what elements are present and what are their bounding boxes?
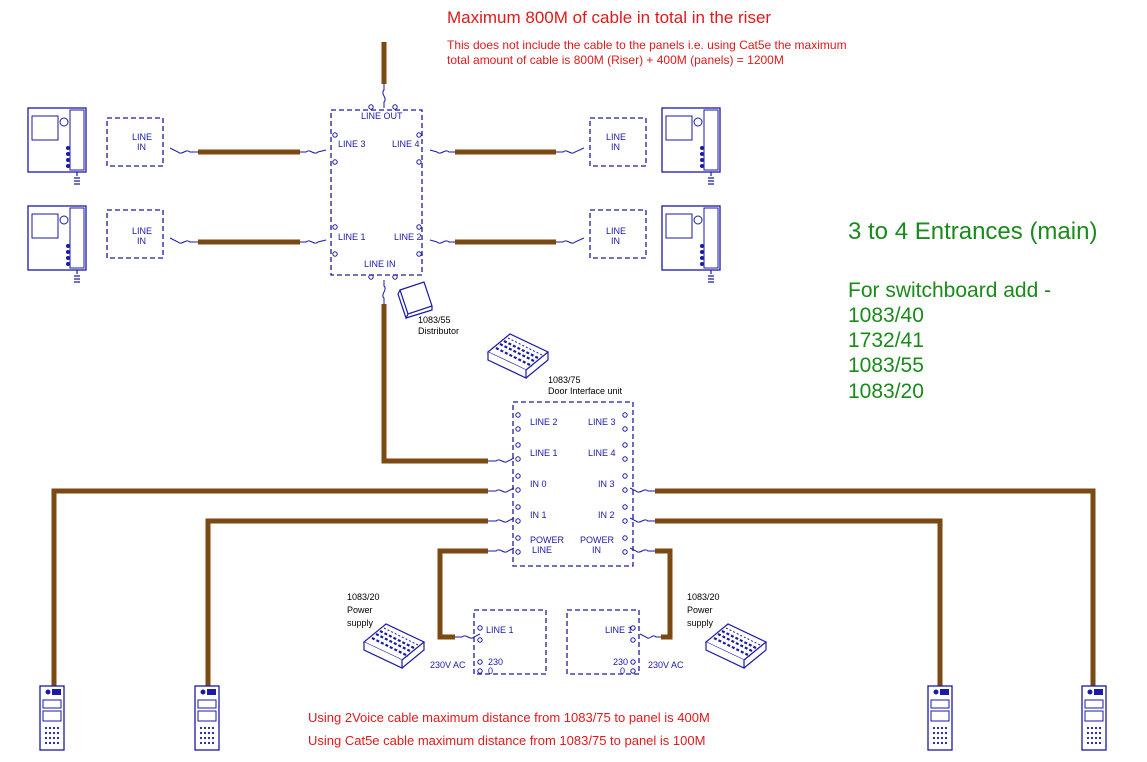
- interface-terminal-label: IN 2: [598, 510, 615, 520]
- interface-name: Door Interface unit: [548, 386, 623, 396]
- power-supply-right-t0: 0: [620, 666, 625, 676]
- power-supply-left-line: LINE 1: [486, 625, 514, 635]
- power-supply-right-line: LINE 1: [605, 625, 633, 635]
- monitor-unit: LINE IN: [589, 107, 721, 185]
- interface-terminal-label: IN 0: [530, 479, 547, 489]
- riser-note-line1: This does not include the cable to the p…: [447, 38, 847, 52]
- cable-in0: [51, 488, 488, 688]
- distributor-module: [397, 281, 433, 320]
- power-supply-right-name: supply: [687, 618, 714, 628]
- power-supply-left-module: [362, 622, 426, 670]
- distributor-line-out-label: LINE OUT: [361, 111, 403, 121]
- distributor-line-in-label: LINE IN: [364, 259, 396, 269]
- interface-code: 1083/75: [548, 375, 581, 385]
- entrance-panel: [194, 685, 220, 751]
- line-in-label: IN: [137, 142, 146, 152]
- entrance-panel: [39, 685, 65, 751]
- interface-terminal-label: IN 1: [530, 510, 547, 520]
- cable-riser-to-interface: [381, 304, 488, 464]
- line-in-box: [589, 117, 647, 167]
- power-supply-right-mains: 230V AC: [648, 660, 684, 670]
- line-in-label: LINE: [132, 132, 152, 142]
- line-in-label: LINE: [606, 226, 626, 236]
- line-in-label: IN: [137, 236, 146, 246]
- distributor-box: [330, 109, 423, 276]
- switchboard-part: 1083/55: [848, 354, 924, 377]
- cable-in1: [205, 518, 488, 688]
- interface-module: [486, 332, 550, 380]
- interface-terminal-label: LINE 1: [530, 448, 558, 458]
- distributor-line2-label: LINE 2: [394, 232, 422, 242]
- distributor-name: Distributor: [418, 326, 459, 336]
- cable-power-left: [437, 548, 488, 640]
- interface-terminal-label: LINE 3: [588, 417, 616, 427]
- entrances-heading: 3 to 4 Entrances (main): [848, 218, 1097, 245]
- power-supply-left-code: 1083/20: [347, 592, 380, 602]
- interface-terminal-label: IN: [592, 545, 601, 555]
- monitor-unit: LINE IN: [27, 205, 164, 283]
- entrance-panel: [1081, 685, 1107, 751]
- monitor-unit: LINE IN: [589, 205, 721, 283]
- power-supply-right-t230: 230: [613, 657, 628, 667]
- line-in-label: LINE: [132, 226, 152, 236]
- interface-terminal-label: IN 3: [598, 479, 615, 489]
- riser-note-line2: total amount of cable is 800M (Riser) + …: [447, 53, 784, 67]
- riser-limit-title: Maximum 800M of cable in total in the ri…: [447, 8, 771, 27]
- wire-joins: [169, 84, 661, 639]
- distributor-code: 1083/55: [418, 315, 451, 325]
- switchboard-intro: For switchboard add -: [848, 279, 1051, 302]
- line-in-box: [589, 209, 647, 259]
- line-in-label: IN: [611, 236, 620, 246]
- distributor-line3-label: LINE 3: [338, 139, 366, 149]
- cables: [51, 42, 1096, 688]
- power-supply-left-t0: 0: [488, 666, 493, 676]
- monitor-unit: LINE IN: [27, 107, 164, 185]
- power-supply-left-mains: 230V AC: [430, 660, 466, 670]
- power-supply-left-name: Power: [347, 605, 373, 615]
- interface-terminal-label: LINE 4: [588, 448, 616, 458]
- power-supply-right-box: [566, 609, 640, 675]
- switchboard-part: 1732/41: [848, 329, 924, 352]
- power-supply-left-name: supply: [347, 618, 374, 628]
- distributor-line4-label: LINE 4: [392, 139, 420, 149]
- power-supply-right-code: 1083/20: [687, 592, 720, 602]
- line-in-box: [106, 117, 164, 167]
- cable-in2: [655, 518, 943, 688]
- interface-terminal-label: POWER: [580, 535, 615, 545]
- line-in-label: LINE: [606, 132, 626, 142]
- interface-box: [512, 401, 634, 567]
- line-in-box: [106, 209, 164, 259]
- entrance-panel: [927, 685, 953, 751]
- switchboard-part: 1083/20: [848, 380, 924, 403]
- interface-terminal-label: LINE 2: [530, 417, 558, 427]
- power-supply-left-box: [473, 609, 547, 675]
- power-supply-right-module: [704, 622, 768, 670]
- cable-power-right: [655, 548, 673, 640]
- line-in-label: IN: [611, 142, 620, 152]
- switchboard-part: 1083/40: [848, 304, 924, 327]
- footer-note-cat5e: Using Cat5e cable maximum distance from …: [308, 733, 705, 748]
- footer-note-2voice: Using 2Voice cable maximum distance from…: [308, 710, 710, 725]
- interface-terminal-label: LINE: [532, 545, 552, 555]
- cable-in3: [655, 488, 1096, 688]
- interface-terminal-label: POWER: [530, 535, 565, 545]
- power-supply-left-t230: 230: [488, 657, 503, 667]
- distributor-line1-label: LINE 1: [338, 232, 366, 242]
- power-supply-right-name: Power: [687, 605, 713, 615]
